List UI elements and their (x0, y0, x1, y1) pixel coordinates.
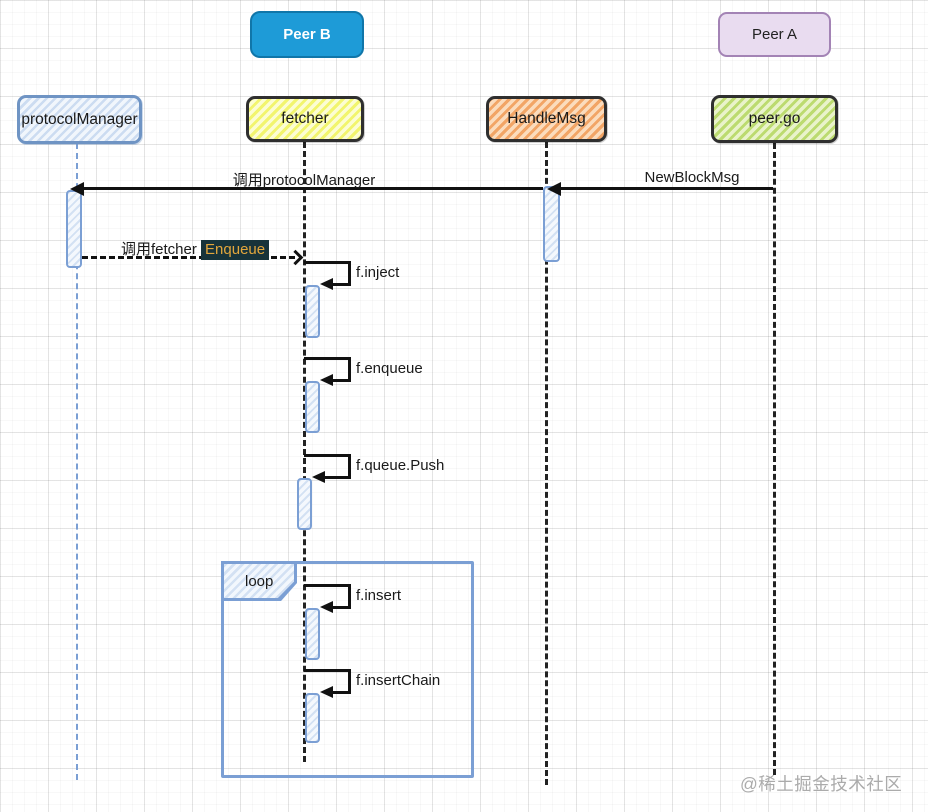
arrow-new-block-msg-line (558, 187, 773, 190)
self-call-f-enqueue: f.enqueue (296, 357, 466, 449)
self-call-label: f.enqueue (356, 360, 423, 377)
arrowhead-call-protocol-manager-icon (70, 181, 84, 196)
self-call-line-return (330, 379, 349, 382)
self-call-f-queue-push: f.queue.Push (296, 454, 466, 546)
arrowhead-left-icon (320, 277, 333, 290)
activation-bar-f-enqueue (305, 381, 320, 433)
actor-label-protocol-manager: protocolManager (21, 110, 138, 128)
self-call-label: f.inject (356, 264, 400, 281)
arrowhead-left-icon (320, 600, 333, 613)
arrow-call-fetcher-line (82, 256, 295, 259)
message-label-call-fetcher: 调用fetcher Enqueue (121, 238, 270, 260)
actor-label-fetcher: fetcher (281, 110, 329, 127)
activation-bar-f-queue-push (297, 478, 312, 530)
loop-fragment-tag-fill: loop (224, 564, 294, 598)
self-call-line-right (348, 261, 351, 286)
loop-fragment-tag: loop (221, 561, 297, 601)
activation-bar-f-inject (305, 285, 320, 338)
actor-label-peer-a: Peer A (751, 26, 798, 43)
lifeline-peer-go (773, 143, 776, 775)
self-call-line-return (330, 691, 349, 694)
self-call-label: f.insertChain (356, 672, 441, 689)
self-call-line-return (330, 283, 349, 286)
actor-box-peer-a: Peer A (718, 12, 831, 57)
activation-bar-f-insert-chain (305, 693, 320, 743)
call-fetcher-text: 调用fetcher (121, 241, 202, 258)
activation-bar-f-insert (305, 608, 320, 660)
self-call-f-inject: f.inject (296, 261, 466, 353)
self-call-line-top (304, 261, 351, 264)
actor-box-peer-b: Peer B (250, 11, 364, 58)
activation-bar-protocol-manager (66, 190, 82, 268)
self-call-label: f.insert (356, 587, 402, 604)
watermark: @稀土掘金技术社区 (740, 774, 903, 794)
enqueue-highlight-chip: Enqueue (201, 240, 270, 260)
arrowhead-left-icon (320, 685, 333, 698)
self-call-line-top (304, 584, 351, 587)
self-call-f-insert: f.insert (296, 584, 466, 676)
activation-bar-handle-msg (543, 186, 560, 262)
self-call-line-return (330, 606, 349, 609)
arrowhead-left-icon (312, 470, 325, 483)
lifeline-handle-msg (545, 142, 548, 785)
arrow-call-protocol-manager-line (83, 187, 543, 190)
actor-box-protocol-manager: protocolManager (17, 95, 142, 144)
actor-label-peer-go: peer.go (748, 110, 801, 127)
lifeline-protocol-manager (76, 143, 78, 780)
arrowhead-left-icon (320, 373, 333, 386)
self-call-line-top (304, 669, 351, 672)
message-label-new-block-msg: NewBlockMsg (644, 169, 740, 186)
loop-label: loop (245, 572, 274, 590)
actor-label-handle-msg: HandleMsg (507, 110, 586, 127)
lifeline-fetcher (303, 142, 306, 762)
actor-box-fetcher: fetcher (246, 96, 364, 142)
self-call-f-insert-chain: f.insertChain (296, 669, 466, 761)
actor-box-handle-msg: HandleMsg (486, 96, 607, 142)
actor-label-peer-b: Peer B (283, 26, 331, 43)
self-call-line-top (304, 357, 351, 360)
actor-box-peer-go: peer.go (711, 95, 838, 143)
self-call-line-top (304, 454, 351, 457)
loop-fragment-box (221, 561, 474, 778)
self-call-line-return (322, 476, 349, 479)
self-call-line-right (348, 454, 351, 479)
self-call-line-right (348, 584, 351, 609)
self-call-label: f.queue.Push (356, 457, 445, 474)
arrowhead-new-block-msg-icon (547, 181, 561, 196)
self-call-line-right (348, 357, 351, 382)
message-label-call-protocol-manager: 调用protocolManager (232, 172, 376, 189)
self-call-line-right (348, 669, 351, 694)
